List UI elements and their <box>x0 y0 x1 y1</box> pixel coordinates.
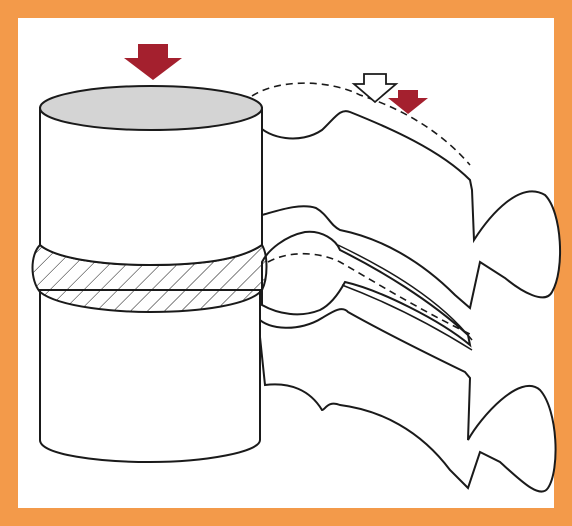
superior-endplate <box>40 86 262 130</box>
shift-arrow-solid-icon <box>388 90 428 114</box>
lower-vertebral-body <box>40 290 260 462</box>
lower-posterior-arch <box>258 309 556 492</box>
upper-vertebral-body <box>40 108 262 265</box>
axial-load-arrow-icon <box>124 44 182 80</box>
shift-arrow-outline-icon <box>354 74 396 102</box>
